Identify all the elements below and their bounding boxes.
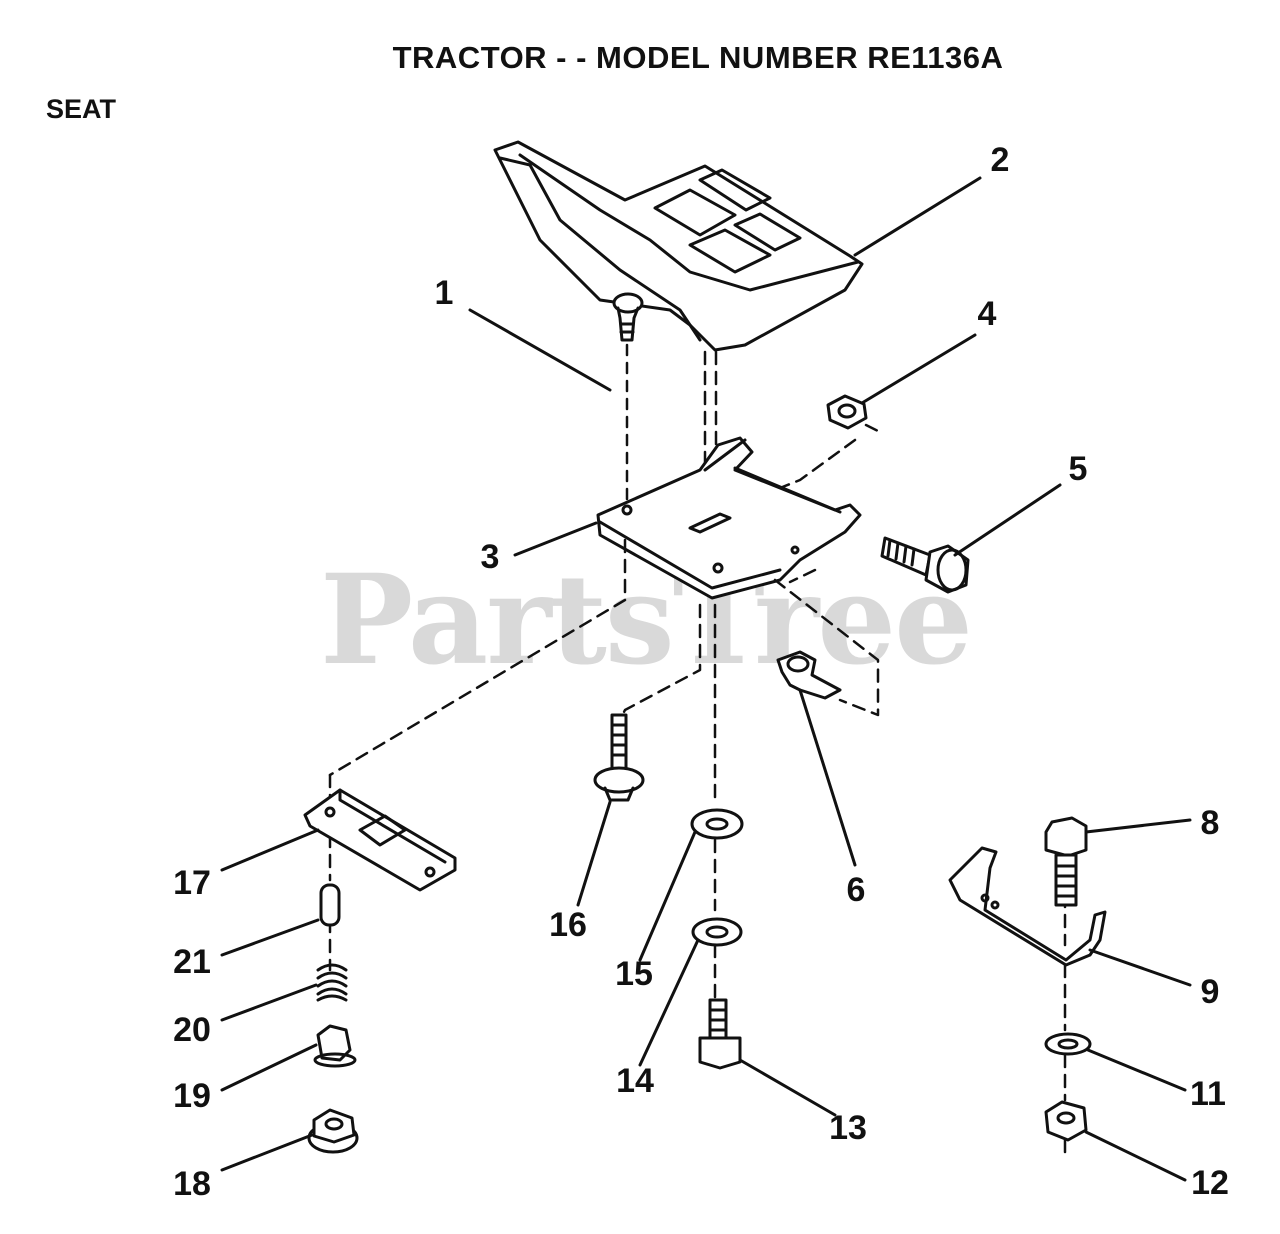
latch-bracket-part[interactable] <box>303 788 457 892</box>
callout-1: 1 <box>434 274 454 312</box>
leader-lines <box>220 176 1192 1182</box>
flange-nut-19-part[interactable] <box>313 1024 357 1068</box>
callout-9: 9 <box>1200 973 1220 1011</box>
callout-6: 6 <box>846 871 866 909</box>
callout-15: 15 <box>615 955 653 993</box>
callout-5: 5 <box>1068 450 1088 488</box>
hex-bolt-8-part[interactable] <box>1044 816 1088 907</box>
mounting-bracket-part[interactable] <box>948 846 1107 967</box>
flange-bolt-part[interactable] <box>593 713 645 802</box>
section-title: SEAT <box>46 94 117 124</box>
pin-part[interactable] <box>319 883 341 927</box>
hex-nut-part[interactable] <box>826 394 868 430</box>
washer-14-part[interactable] <box>691 917 743 947</box>
callout-13: 13 <box>829 1109 867 1147</box>
carriage-bolt-part[interactable] <box>612 292 644 342</box>
callout-17: 17 <box>173 864 211 902</box>
callout-20: 20 <box>173 1011 211 1049</box>
callout-12: 12 <box>1191 1164 1229 1202</box>
seat-plate-part[interactable] <box>596 436 862 600</box>
callout-4: 4 <box>977 295 997 333</box>
callout-19: 19 <box>173 1077 211 1115</box>
washer-15-part[interactable] <box>690 808 744 840</box>
washer-11-part[interactable] <box>1044 1032 1092 1056</box>
callout-14: 14 <box>616 1062 654 1100</box>
callout-21: 21 <box>173 943 211 981</box>
callout-8: 8 <box>1200 804 1220 842</box>
callout-11: 11 <box>1190 1075 1226 1113</box>
cable-clip-part[interactable] <box>776 650 842 700</box>
callout-18: 18 <box>173 1165 211 1203</box>
hex-nut-12-part[interactable] <box>1044 1100 1088 1142</box>
spring-part[interactable] <box>316 963 348 1002</box>
callout-2: 2 <box>990 141 1010 179</box>
shoulder-bolt-part[interactable] <box>880 536 970 594</box>
page-title: TRACTOR - - MODEL NUMBER RE1136A <box>392 40 1004 75</box>
hex-bolt-13-part[interactable] <box>698 998 742 1070</box>
flange-nut-18-part[interactable] <box>307 1108 359 1154</box>
seat-part[interactable] <box>493 140 864 352</box>
callout-16: 16 <box>549 906 587 944</box>
callout-3: 3 <box>480 538 500 576</box>
